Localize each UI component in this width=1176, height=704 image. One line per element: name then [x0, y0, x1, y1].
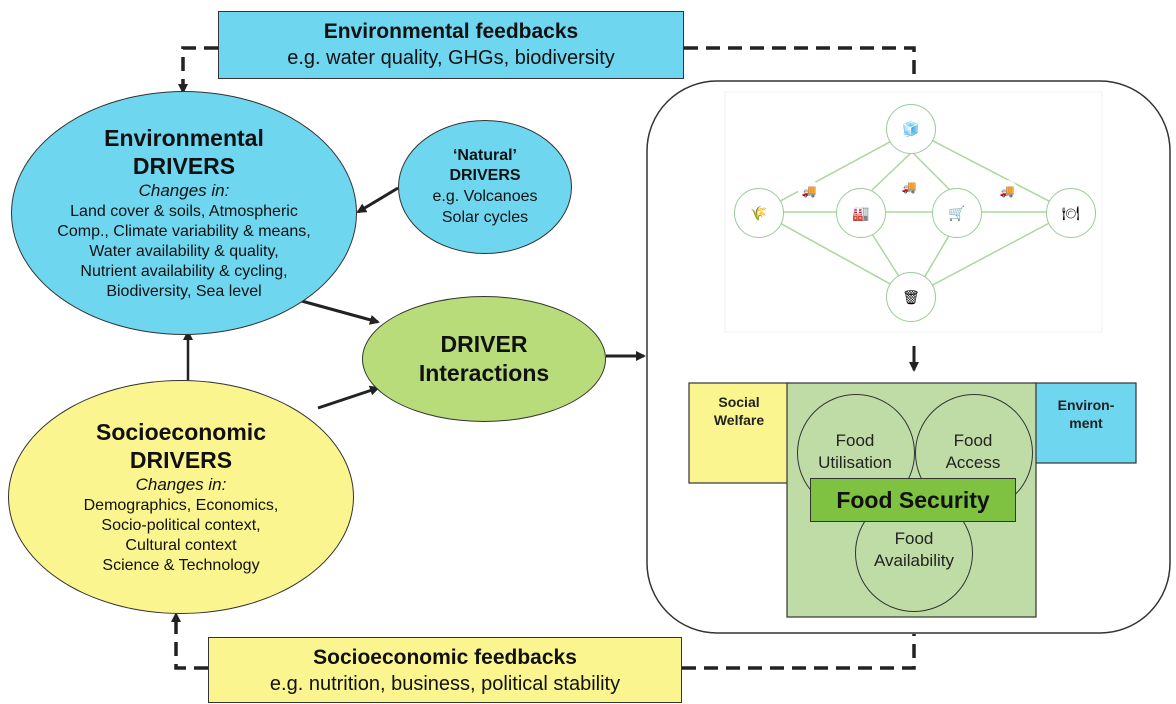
food-utilisation-label: Food Utilisation — [818, 431, 892, 472]
socio-feedbacks-title: Socioeconomic feedbacks — [313, 646, 577, 669]
env-drivers-line: Comp., Climate variability & means, — [57, 223, 311, 240]
socio-drivers-subtitle: Changes in: — [135, 475, 227, 494]
env-feedback-loop-right — [684, 46, 916, 80]
socio-drivers-line: Science & Technology — [102, 557, 260, 574]
socio-feedbacks-box: Socioeconomic feedbacks e.g. nutrition, … — [208, 637, 682, 703]
food-availability-label: Food Availability — [873, 529, 954, 570]
arrow-natural-to-env — [356, 186, 399, 214]
environment-box — [1033, 382, 1137, 464]
env-drivers-ellipse: Environmental DRIVERS Changes in: Land c… — [11, 91, 357, 335]
socio-drivers-title-2: DRIVERS — [129, 447, 233, 473]
processing-node-icon: 🏭 — [836, 188, 886, 238]
arrow-env-to-interactions — [297, 298, 380, 325]
socio-drivers-line: Socio-political context, — [101, 517, 261, 534]
env-feedbacks-box: Environmental feedbacks e.g. water quali… — [218, 11, 684, 79]
socio-feedback-loop-right — [682, 634, 916, 670]
social-welfare-label: Social Welfare — [713, 394, 765, 428]
natural-drivers-line: Solar cycles — [441, 209, 529, 226]
driver-interactions-ellipse: DRIVER Interactions — [362, 296, 606, 422]
natural-drivers-ellipse: ‘Natural’ DRIVERS e.g. Volcanoes Solar c… — [398, 120, 572, 254]
wholesaling-node-icon: 🛒 — [932, 188, 982, 238]
driver-interactions-line1: DRIVER — [440, 331, 528, 357]
env-drivers-subtitle: Changes in: — [138, 181, 230, 200]
natural-drivers-title-2: DRIVERS — [449, 167, 521, 184]
socio-feedbacks-subtitle: e.g. nutrition, business, political stab… — [269, 673, 621, 695]
transport-truck-icon: 🚚 — [798, 180, 820, 202]
env-drivers-title-2: DRIVERS — [132, 153, 236, 179]
env-feedbacks-title: Environmental feedbacks — [323, 20, 579, 43]
env-drivers-line: Land cover & soils, Atmospheric — [70, 203, 298, 220]
food-security-box: Food Security — [810, 478, 1016, 522]
env-feedback-loop-left — [178, 46, 218, 94]
disposing-node-icon: 🗑 — [886, 272, 936, 322]
env-drivers-line: Water availability & quality, — [89, 243, 279, 260]
socio-drivers-line: Cultural context — [125, 537, 237, 554]
storage-node-icon: 🧊 — [886, 104, 936, 154]
socio-drivers-ellipse: Socioeconomic DRIVERS Changes in: Demogr… — [8, 380, 354, 614]
socio-drivers-title-1: Socioeconomic — [96, 419, 266, 445]
food-system-frame — [646, 80, 1171, 634]
food-access-label: Food Access — [945, 431, 1001, 472]
env-feedbacks-subtitle: e.g. water quality, GHGs, biodiversity — [287, 47, 615, 69]
driver-interactions-line2: Interactions — [418, 360, 550, 386]
natural-drivers-line: e.g. Volcanoes — [432, 188, 538, 205]
natural-drivers-title-1: ‘Natural’ — [452, 147, 517, 164]
producing-node-icon: 🌾 — [734, 188, 784, 238]
food-security-label: Food Security — [836, 486, 990, 513]
consuming-node-icon: 🍽 — [1046, 188, 1096, 238]
env-drivers-line: Nutrient availability & cycling, — [80, 263, 288, 280]
transport-truck-icon: 🚚 — [898, 176, 920, 198]
socio-drivers-line: Demographics, Economics, — [83, 497, 279, 514]
env-drivers-line: Biodiversity, Sea level — [106, 283, 262, 300]
transport-truck-icon: 🚚 — [996, 180, 1018, 202]
env-drivers-title-1: Environmental — [104, 125, 264, 151]
socio-feedback-loop-left — [171, 612, 208, 670]
arrow-socio-to-interactions — [317, 385, 380, 410]
social-welfare-box — [688, 382, 790, 484]
environment-label: Environ- ment — [1057, 397, 1115, 431]
